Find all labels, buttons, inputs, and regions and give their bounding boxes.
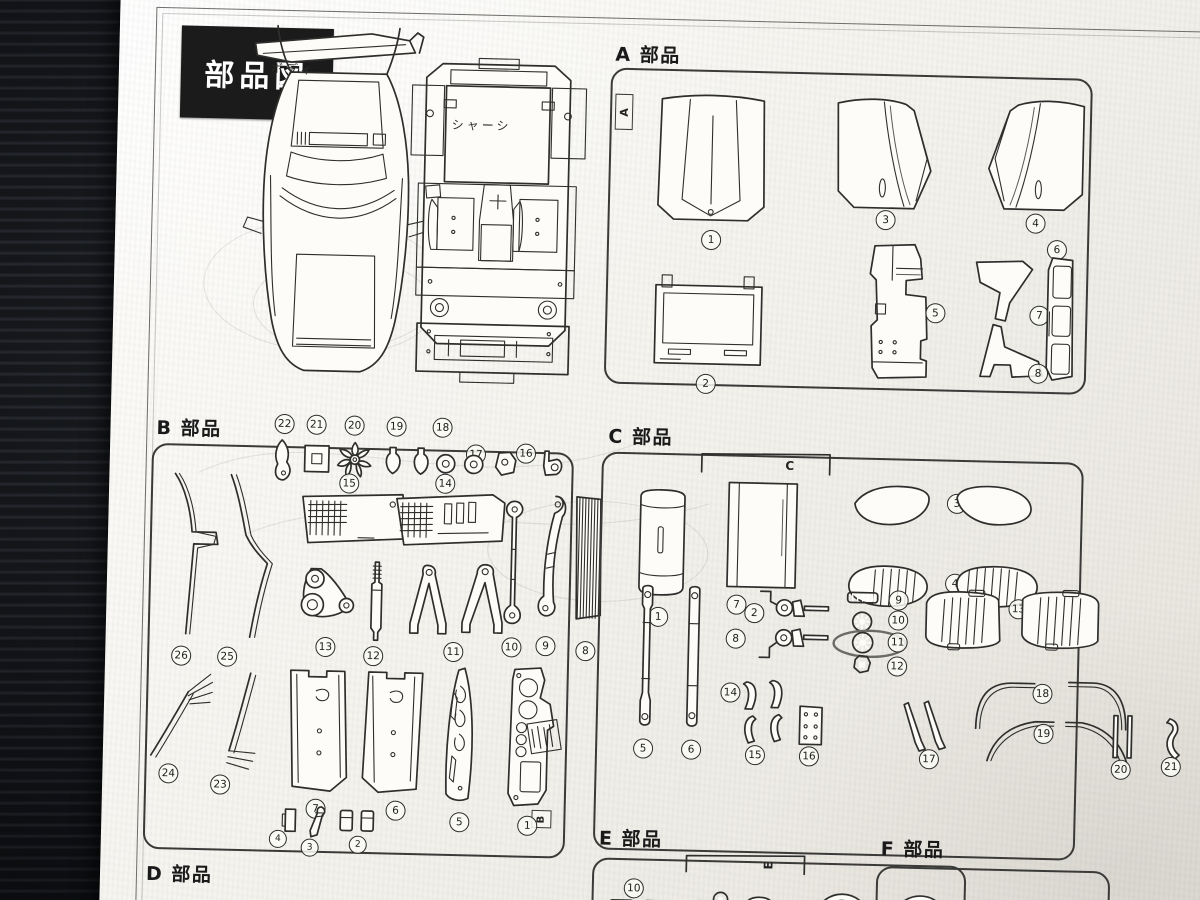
body-label: ボディ: [270, 61, 316, 77]
part-c2-floor-mat: [723, 478, 802, 594]
sprue-letter-tag-e-label: E: [761, 860, 776, 870]
section-caption-e: E 部品: [598, 827, 663, 851]
part-b11-wishbone-b: [458, 560, 508, 639]
part-a5-interior-panel: [864, 240, 935, 384]
part-b14-engine-block: [392, 489, 509, 554]
part-b22-shift-knob: [269, 438, 296, 483]
part-c6-strut: [679, 581, 707, 734]
part-b9-curved-link: [534, 492, 567, 629]
section-caption-b: B 部品: [156, 416, 222, 441]
part-b13-belt-pulley: [292, 560, 364, 632]
sprue-e-top-tab: [684, 852, 806, 877]
part-a1-hood: [651, 93, 772, 226]
part-c17-tie-rods: [899, 700, 948, 758]
part-b5-front-bumper: [436, 664, 483, 807]
part-e3-funnel: [739, 893, 780, 900]
part-a6-wheel-arch-liner: [969, 256, 1039, 328]
part-a8-side-glass-strip: [1040, 254, 1079, 385]
part-c3-headrest-b: [952, 482, 1037, 530]
part-c5-strut: [631, 582, 661, 733]
part-c13-seat-back-a: [921, 587, 1004, 653]
part-c14-clip-a: [740, 679, 761, 713]
instruction-sheet: 部品図: [97, 0, 1200, 900]
chassis-top-view-drawing: [398, 51, 596, 385]
part-c13-seat-back-b: [1017, 587, 1102, 653]
sprue-letter-tag-a-label: A: [617, 107, 631, 117]
part-c11-gear: [849, 629, 876, 656]
part-c15-clip-a: [739, 713, 760, 747]
part-c7-axle: [750, 587, 831, 629]
part-a2-windshield-frame: [642, 270, 774, 373]
part-b3-lever: [307, 805, 330, 842]
part-b23-wiper: [214, 668, 270, 773]
part-b26-long-rod: [166, 469, 226, 640]
part-b2-pedal-pair: [337, 807, 378, 834]
part-b11-wishbone-a: [404, 561, 454, 640]
part-b1-dashboard: [498, 663, 567, 813]
part-c14-clip-b: [766, 677, 787, 711]
sprue-letter-tag-c-label: C: [785, 458, 795, 473]
part-b8-grille-mesh: [568, 493, 607, 626]
section-caption-f: F 部品: [880, 838, 945, 862]
part-b16-hook: [537, 448, 566, 481]
part-a7-wheel-arch-liner-2: [974, 320, 1047, 384]
sprue-letter-tag-a: A: [614, 93, 634, 131]
part-c20-straight-rods: [1107, 713, 1138, 764]
sprue-frame-f: [873, 866, 1111, 900]
part-e7-washers: [711, 890, 730, 900]
chassis-label: シャーシ: [451, 117, 512, 134]
part-c3-headrest-a: [848, 481, 933, 529]
part-b4-small-block: [279, 806, 300, 836]
part-b20-cooling-fan: [335, 439, 374, 480]
part-b19-knob-a: [381, 444, 404, 479]
part-a3-door-left: [830, 95, 943, 220]
part-c4-seat-cushion-a: [842, 561, 931, 611]
part-c9-tread-strip: [846, 591, 879, 604]
part-c12-bushing: [851, 653, 874, 676]
part-a4-door-right: [978, 96, 1093, 221]
sprue-letter-tag-c: C: [782, 458, 798, 473]
part-b25-long-rod: [222, 471, 282, 642]
body-top-view-drawing: [164, 23, 472, 390]
part-b6-door-card: [358, 666, 433, 800]
part-e-wheel-a: [810, 891, 873, 900]
section-caption-c: C 部品: [608, 425, 674, 450]
part-b10-link-rod: [500, 497, 527, 628]
part-e10-blocks: [605, 896, 676, 900]
section-caption-a: A 部品: [615, 43, 682, 68]
part-b21-square-plate: [301, 442, 332, 475]
sprue-letter-tag-b-label: B: [535, 815, 547, 824]
part-b19-knob-b: [409, 445, 432, 480]
sprue-c-top-tab: [700, 450, 833, 477]
part-b18-washer-b: [461, 452, 486, 477]
part-b17-bracket: [491, 449, 520, 480]
part-c8-axle: [749, 617, 830, 663]
part-b15-radiator-plate: [298, 488, 411, 551]
part-c15-clip-b: [765, 711, 786, 745]
part-c21-bent-rod: [1163, 717, 1190, 762]
part-b24-wiper: [147, 671, 215, 765]
part-b12-shock-absorber: [363, 560, 389, 645]
part-c18-roll-bar: [972, 676, 1133, 736]
section-caption-d: D 部品: [145, 862, 213, 887]
part-e-wheel-b: [888, 892, 951, 900]
part-b7-door-card: [278, 664, 353, 798]
part-c16-perforated-plate: [795, 702, 826, 749]
sprue-letter-tag-e: E: [760, 857, 776, 872]
part-b18-washer-a: [433, 451, 458, 476]
